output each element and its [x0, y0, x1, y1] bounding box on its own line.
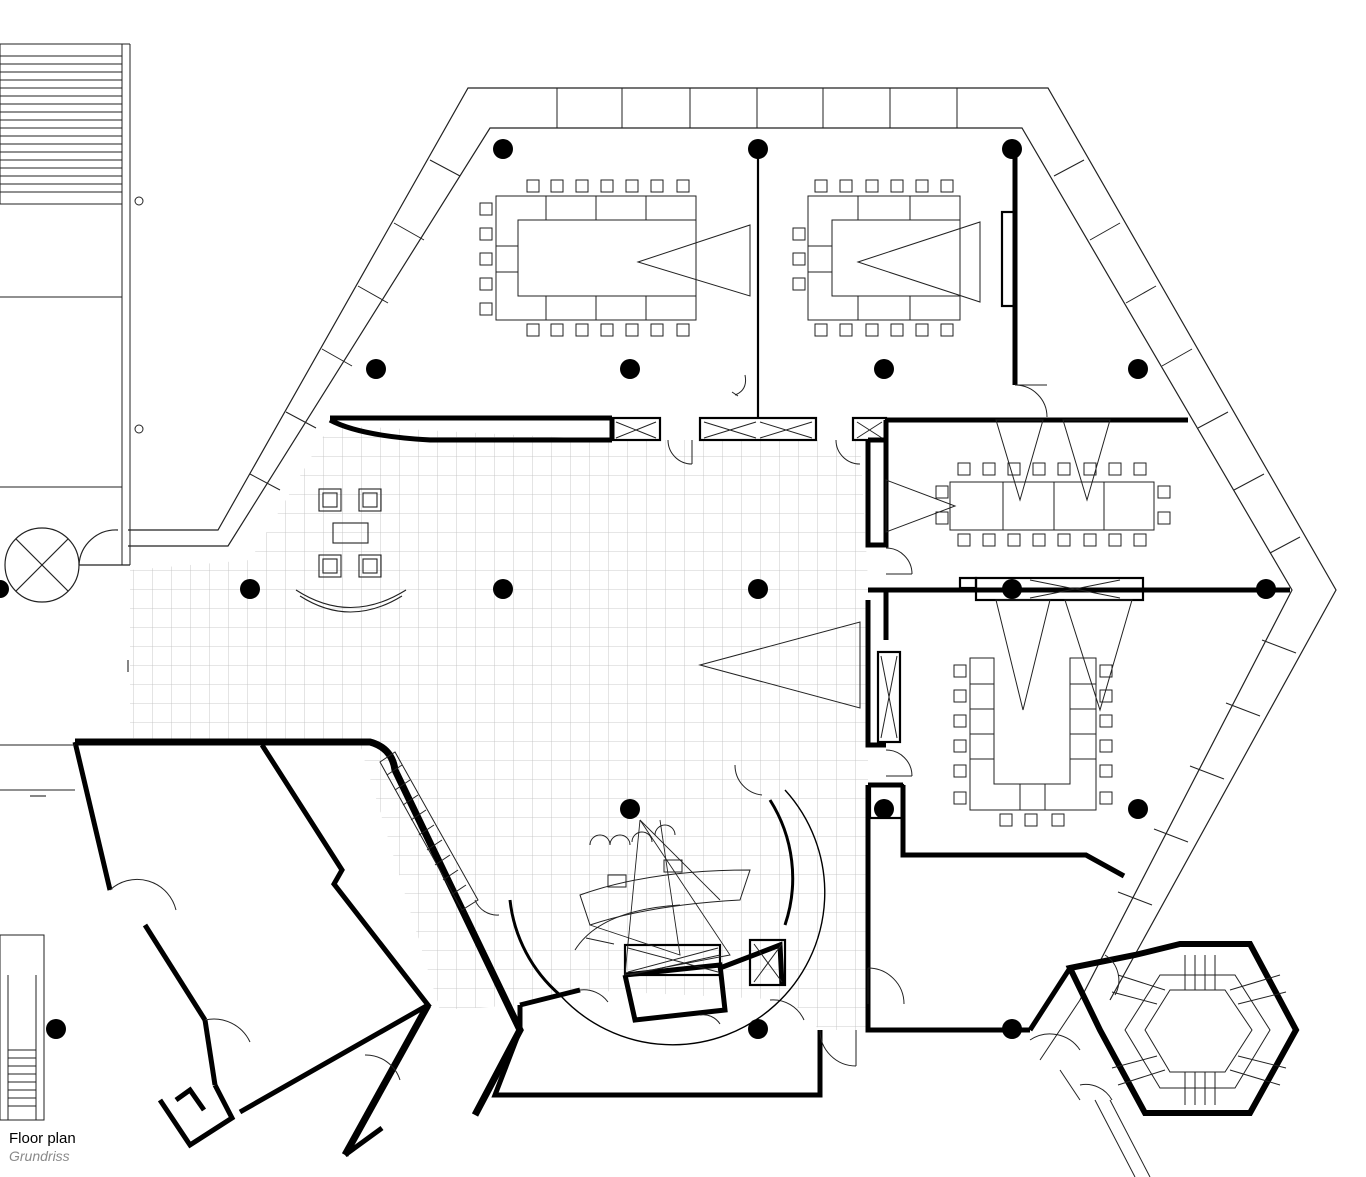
round-room — [508, 789, 826, 1046]
projector-cone-icon — [636, 224, 751, 297]
projector-cone-icon — [885, 479, 957, 533]
plan-caption-title: Floor plan — [9, 1130, 76, 1147]
meeting-room — [885, 419, 1171, 547]
chairs — [953, 664, 1113, 827]
chairs — [935, 462, 1171, 547]
projector-cone-icon — [856, 221, 981, 303]
u-seminar-room — [953, 599, 1133, 827]
stair-icon — [0, 55, 122, 193]
seminar-room-2 — [792, 179, 981, 337]
southeast-facade — [1039, 999, 1151, 1177]
projector-cone-icon — [589, 819, 731, 976]
hexagon-stair — [1111, 955, 1287, 1105]
projector-cone-icon — [995, 599, 1051, 711]
chairs — [792, 179, 954, 337]
stair-icon — [379, 751, 479, 911]
revolving-door — [4, 527, 130, 603]
lounge-furniture — [30, 488, 407, 797]
atrium-floor-grid — [130, 425, 868, 1030]
door-swing-icon — [109, 384, 1120, 1101]
projector-cone-icon — [698, 621, 861, 709]
seminar-room-1 — [479, 179, 751, 397]
projector-cone-icon — [995, 419, 1044, 502]
hexagon-facade — [128, 87, 1337, 1001]
plan-caption: Floor plan Grundriss — [9, 1130, 76, 1165]
service-boxes — [615, 421, 1121, 983]
left-staircase — [0, 43, 144, 565]
corner-staircase — [0, 744, 75, 1121]
projector-cone-icon — [1064, 599, 1133, 712]
partitions — [610, 149, 1145, 987]
plan-caption-subtitle: Grundriss — [9, 1148, 70, 1164]
chairs — [479, 179, 690, 337]
projector-cone-icon — [1062, 419, 1111, 502]
